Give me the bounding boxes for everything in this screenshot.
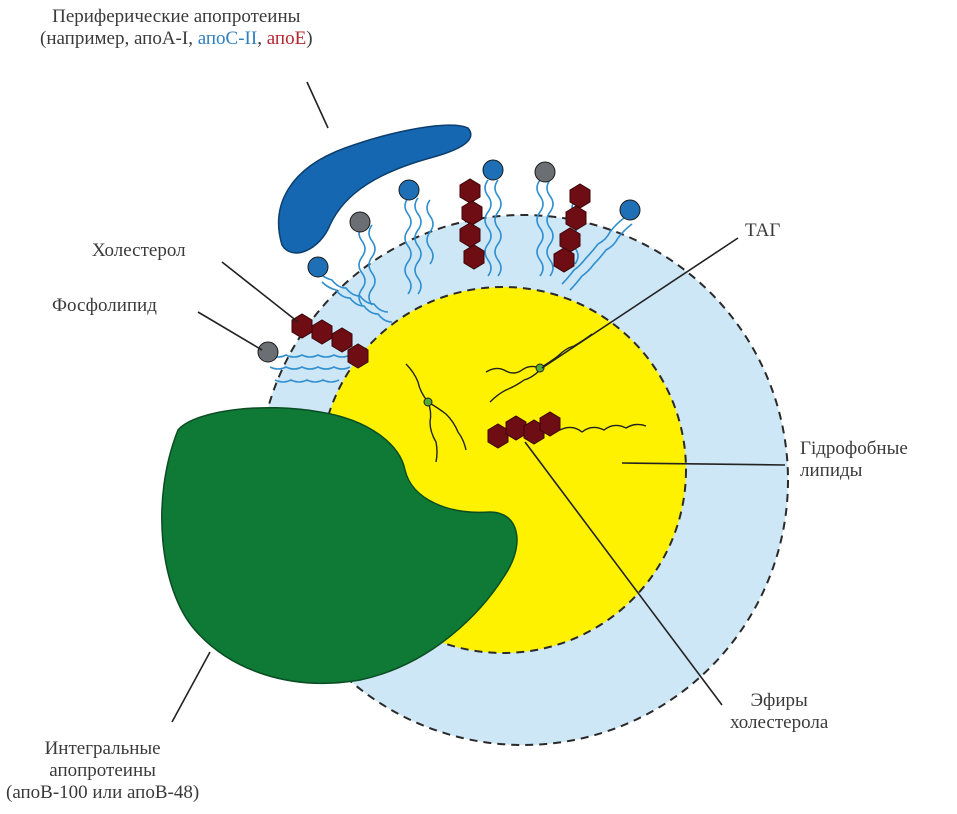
cholesterol-label: Холестерол [92,240,186,262]
peripheral-examples: (например, апоА-I, апоС-II, апоЕ) [40,28,313,50]
cholesterol-esters-label: Эфиры холестерола [730,690,828,734]
apoe-label: апоЕ [267,28,306,49]
peripheral-title: Периферические апопротеины [40,6,313,28]
tag-label: ТАГ [745,220,780,242]
apoc-label: апоС-II [198,28,258,49]
peripheral-apoprotein-label: Периферические апопротеины (например, ап… [40,6,313,50]
phospholipid-label: Фосфолипид [52,295,157,317]
tag-glycerol-icon-2 [424,398,432,406]
integral-apoprotein-label: Интегральные апопротеины (апоВ-100 или а… [6,738,199,804]
hydrophobic-lipids-label: Гідрофобные липиды [800,438,908,482]
